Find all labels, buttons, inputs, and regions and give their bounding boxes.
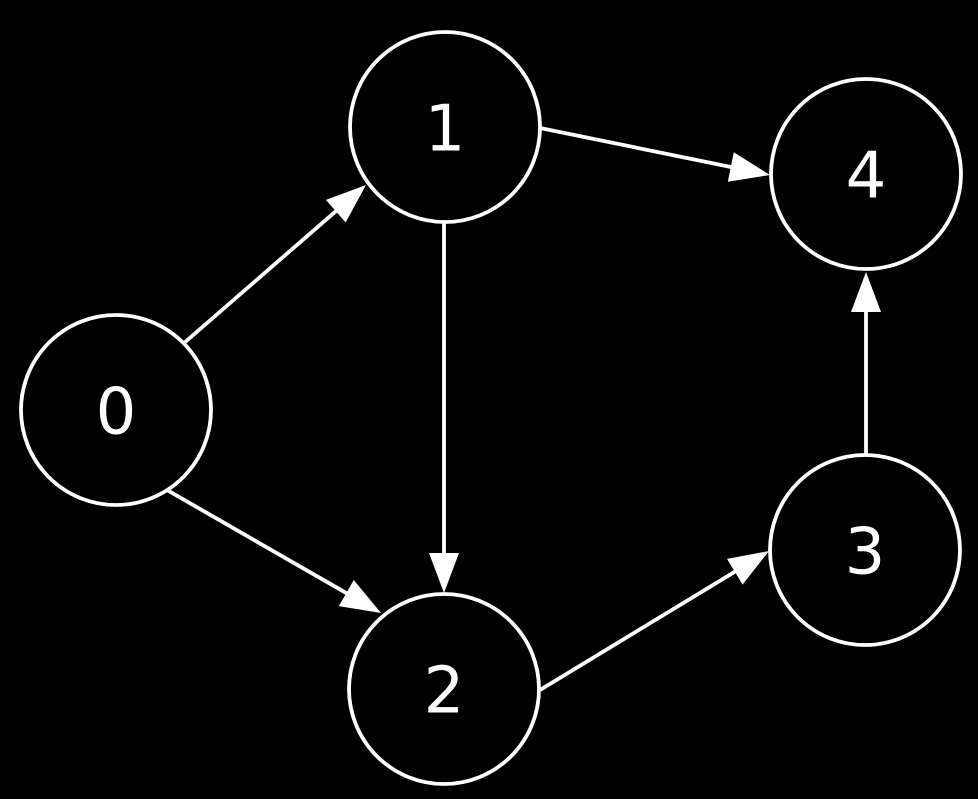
arrowhead-icon <box>727 551 769 585</box>
node-circle <box>348 30 542 224</box>
node-0: 0 <box>19 313 213 507</box>
node-label: 0 <box>96 376 137 450</box>
edge-line <box>539 126 734 170</box>
edge-line <box>539 569 738 692</box>
arrowhead-icon <box>338 580 381 613</box>
edge-1-4 <box>539 126 770 182</box>
edge-line <box>182 208 339 345</box>
node-circle <box>19 313 213 507</box>
edge-line <box>166 488 350 596</box>
node-label: 3 <box>845 516 886 590</box>
node-4: 4 <box>769 77 963 271</box>
arrowhead-icon <box>429 553 459 593</box>
node-2: 2 <box>347 592 541 786</box>
node-1: 1 <box>348 30 542 224</box>
node-3: 3 <box>768 453 962 647</box>
edges-layer <box>166 126 881 692</box>
edge-0-2 <box>166 488 381 613</box>
edge-2-3 <box>539 551 769 692</box>
arrowhead-icon <box>325 185 366 223</box>
node-label: 4 <box>846 140 887 214</box>
edge-1-2 <box>429 222 459 593</box>
node-circle <box>768 453 962 647</box>
node-circle <box>769 77 963 271</box>
node-circle <box>347 592 541 786</box>
edge-0-1 <box>182 185 366 345</box>
edge-3-4 <box>851 272 881 457</box>
nodes-layer: 0 1 2 3 4 <box>19 30 963 786</box>
arrowhead-icon <box>851 272 881 312</box>
node-label: 2 <box>424 655 465 729</box>
arrowhead-icon <box>727 152 770 182</box>
node-label: 1 <box>425 93 466 167</box>
